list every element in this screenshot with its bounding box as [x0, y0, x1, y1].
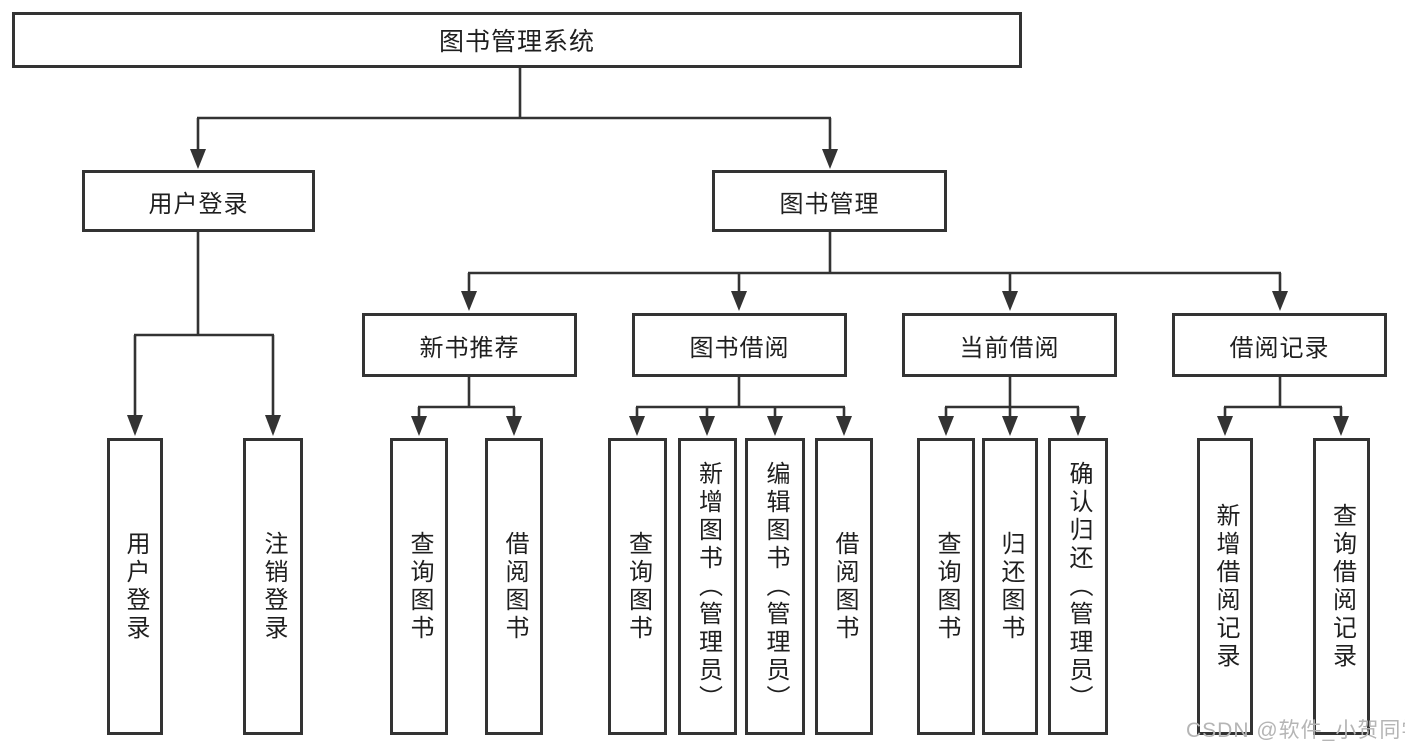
leaf-edit-book-admin: 编辑图书（管理员）	[745, 438, 805, 735]
leaf-add-book-admin-label: 新增图书（管理员）	[694, 460, 722, 713]
leaf-confirm-return-admin: 确认归还（管理员）	[1048, 438, 1108, 735]
csdn-watermark: CSDN @软件_小贺同学	[1186, 719, 1405, 742]
node-book-management-label: 图书管理	[779, 190, 880, 218]
leaf-query-borrow-record-label: 查询借阅记录	[1328, 502, 1356, 671]
node-current-borrow: 当前借阅	[902, 313, 1117, 377]
node-system: 图书管理系统	[12, 12, 1022, 68]
leaf-query-books-current-label: 查询图书	[933, 530, 960, 643]
leaf-logout-label: 注销登录	[260, 530, 287, 643]
node-book-borrow: 图书借阅	[632, 313, 847, 377]
leaf-query-books-current: 查询图书	[917, 438, 975, 735]
node-current-borrow-label: 当前借阅	[959, 334, 1060, 362]
leaf-borrow-books-label: 借阅图书	[831, 530, 858, 643]
leaf-borrow-books: 借阅图书	[815, 438, 873, 735]
leaf-edit-book-admin-label: 编辑图书（管理员）	[762, 460, 789, 713]
leaf-return-books: 归还图书	[982, 438, 1038, 735]
leaf-return-books-label: 归还图书	[997, 530, 1024, 643]
node-borrow-records-label: 借阅记录	[1229, 334, 1330, 362]
leaf-query-borrow-record: 查询借阅记录	[1313, 438, 1370, 735]
leaf-user-login: 用户登录	[107, 438, 163, 735]
leaf-confirm-return-admin-label: 确认归还（管理员）	[1065, 460, 1092, 713]
leaf-query-books-borrow-label: 查询图书	[624, 530, 652, 643]
leaf-add-book-admin: 新增图书（管理员）	[678, 438, 737, 735]
node-system-label: 图书管理系统	[438, 28, 595, 56]
node-new-book-recommend: 新书推荐	[362, 313, 577, 377]
leaf-logout: 注销登录	[243, 438, 303, 735]
leaf-borrow-books-recommend: 借阅图书	[485, 438, 543, 735]
node-user-login-label: 用户登录	[148, 190, 249, 218]
leaf-borrow-books-recommend-label: 借阅图书	[501, 530, 528, 643]
node-book-management: 图书管理	[712, 170, 947, 232]
node-book-borrow-label: 图书借阅	[689, 334, 790, 362]
leaf-query-books-borrow: 查询图书	[608, 438, 667, 735]
node-borrow-records: 借阅记录	[1172, 313, 1387, 377]
leaf-user-login-label: 用户登录	[122, 530, 149, 643]
node-new-book-recommend-label: 新书推荐	[419, 334, 520, 362]
leaf-query-books-recommend: 查询图书	[390, 438, 448, 735]
node-user-login: 用户登录	[82, 170, 315, 232]
leaf-add-borrow-record-label: 新增借阅记录	[1212, 502, 1239, 671]
leaf-add-borrow-record: 新增借阅记录	[1197, 438, 1253, 735]
leaf-query-books-recommend-label: 查询图书	[406, 530, 433, 643]
